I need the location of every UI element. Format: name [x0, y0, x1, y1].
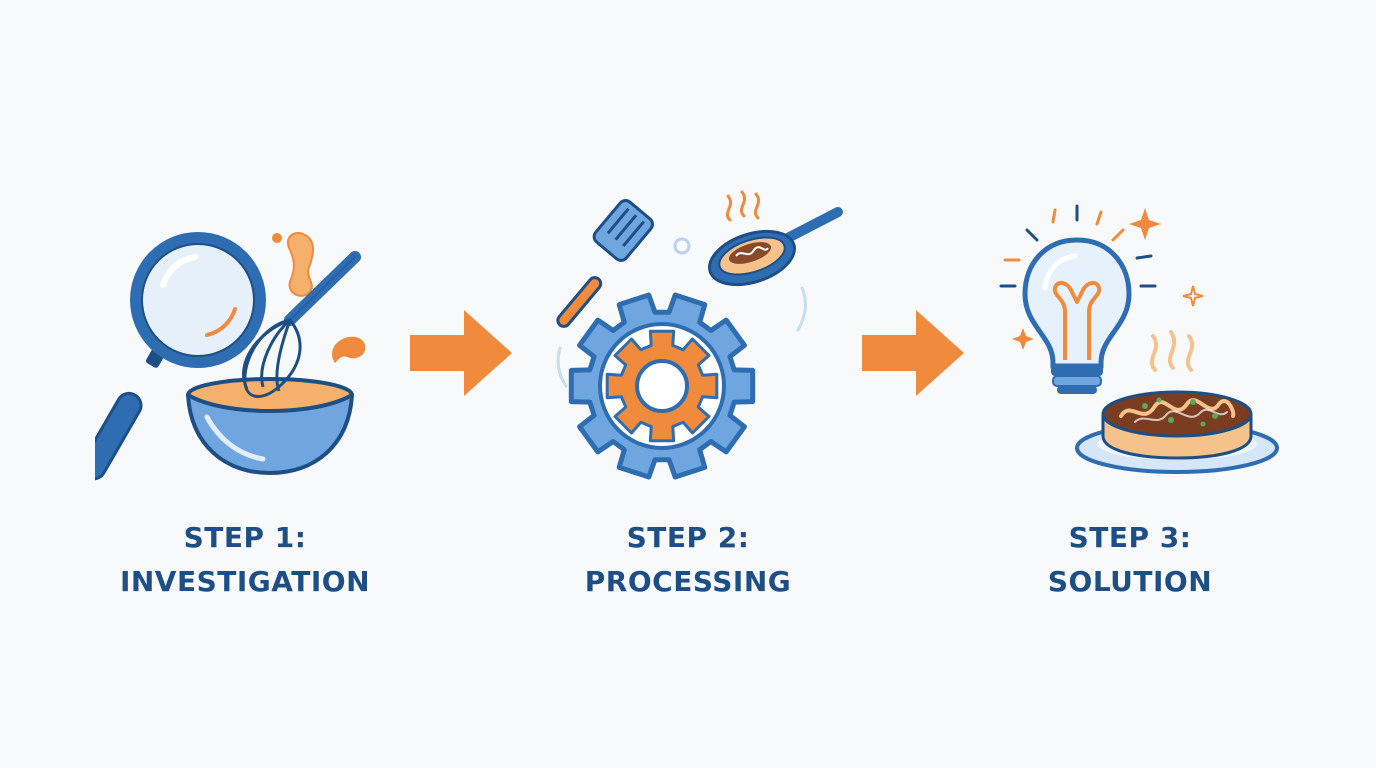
steam-icon: [1149, 330, 1195, 372]
light-rays-icon: [999, 204, 1157, 288]
step-3-number: STEP 3:: [1068, 521, 1192, 554]
step-3-title: SOLUTION: [1047, 565, 1213, 598]
bowl-icon: [186, 377, 354, 475]
batter-splash-icon: [272, 231, 366, 363]
okonomiyaki-plate-icon: [1075, 390, 1279, 474]
motion-marks-icon: [556, 237, 807, 388]
step-1-number: STEP 1:: [183, 521, 307, 554]
step-2-title: PROCESSING: [584, 565, 792, 598]
arrow-right-icon: [410, 310, 512, 396]
arrow-right-icon: [862, 310, 964, 396]
step-1-title: INVESTIGATION: [119, 565, 371, 598]
processing-illustration: [556, 190, 843, 480]
lightbulb-icon: [1022, 237, 1132, 394]
step-2-number: STEP 2:: [626, 521, 750, 554]
whisk-icon: [242, 251, 361, 398]
gear-icon: [568, 292, 756, 480]
step-2-label: STEP 2: PROCESSING: [518, 516, 858, 604]
frying-pan-icon: [708, 207, 843, 287]
sparkle-icon: [1012, 208, 1204, 350]
magnifying-glass-icon: [95, 232, 266, 481]
step-1-label: STEP 1: INVESTIGATION: [75, 516, 415, 604]
steam-icon: [725, 190, 761, 222]
investigation-illustration: [95, 231, 366, 481]
spatula-icon: [556, 199, 654, 328]
step-3-label: STEP 3: SOLUTION: [960, 516, 1300, 604]
solution-illustration: [999, 204, 1279, 474]
